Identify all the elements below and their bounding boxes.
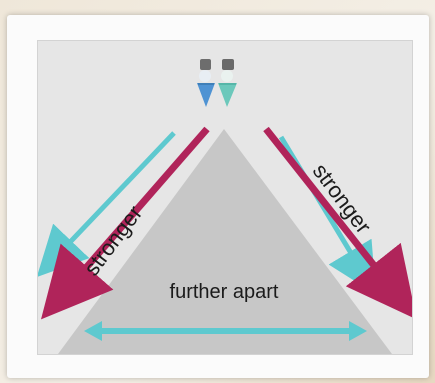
triangle-shape xyxy=(58,129,392,354)
diagram-panel: stronger stronger further apart xyxy=(37,40,413,355)
bottom-distance-label: further apart xyxy=(170,281,279,303)
top-figures xyxy=(197,59,237,107)
person-teal-icon xyxy=(218,59,237,107)
diagram-svg: stronger stronger further apart xyxy=(38,59,412,354)
person-blue-icon xyxy=(197,59,215,107)
crimson-arrow-right xyxy=(263,126,412,320)
bottom-double-arrow xyxy=(84,321,367,341)
crimson-arrow-left xyxy=(40,126,210,320)
cyan-arrow-left xyxy=(38,131,176,278)
